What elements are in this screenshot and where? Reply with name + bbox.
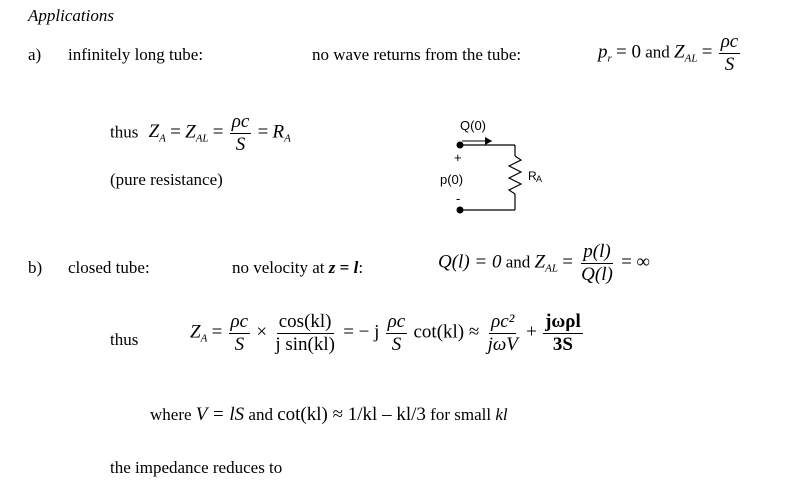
fraction-denominator: Q(l) [581, 263, 613, 285]
cos-over-sin-fraction: cos(kl) j sin(kl) [273, 312, 337, 355]
fraction-numerator: ρc [718, 31, 741, 54]
fraction-numerator: ρc [385, 311, 408, 334]
and-word: and [248, 405, 273, 424]
rho-c-over-s-fraction: ρc S [229, 111, 252, 155]
pure-resistance-note: (pure resistance) [110, 170, 223, 189]
za-symbol: Z [148, 121, 160, 143]
colon: : [358, 258, 364, 277]
pr-equals-zero: = 0 [616, 41, 641, 63]
pr-subscript: r [607, 52, 612, 65]
part-b-condition: Q(l) = 0 and ZAL = p(l) Q(l) = ∞ [438, 242, 650, 285]
ra-label-subscript: A [536, 174, 542, 184]
cot-approximation: cot(kl) ≈ 1/kl – kl/3 [277, 404, 426, 425]
zal-subscript: AL [684, 52, 698, 65]
rho-c-over-s-fraction-2: ρc S [385, 311, 408, 355]
small-note: for small [430, 405, 492, 424]
part-a-condition: pr = 0 and ZAL = ρc S [598, 32, 742, 75]
fraction-denominator: j sin(kl) [275, 333, 335, 355]
pr-symbol: p [598, 41, 608, 63]
equals-1: = [170, 121, 181, 143]
minus-sign: - [456, 191, 460, 206]
equals-minus-j: = − j [343, 321, 380, 343]
thus-word: thus [110, 122, 139, 142]
fraction-denominator: S [235, 133, 246, 155]
plus-sign: + [526, 321, 537, 343]
q0-label: Q(0) [460, 118, 486, 133]
z-variable: z [328, 258, 336, 277]
zal-subscript: AL [545, 262, 558, 275]
rho-c-over-s-fraction: ρc S [228, 311, 251, 355]
fraction-denominator: jωV [487, 333, 518, 355]
thus-b-word: thus [110, 330, 139, 349]
zal-symbol: Z [674, 41, 685, 63]
fraction-numerator: ρc² [489, 311, 517, 334]
resistor-symbol [507, 155, 523, 195]
za-symbol: Z [190, 321, 201, 343]
fraction-denominator: S [391, 333, 402, 355]
equals-1: = [211, 321, 223, 343]
fraction-numerator: jωρl [543, 311, 583, 334]
rho-c2-over-jwv-fraction: ρc² jωV [486, 312, 520, 355]
fraction-numerator: ρc [228, 311, 251, 334]
small-variable: kl [495, 405, 508, 424]
equals-sign: = [339, 258, 350, 277]
part-b-marker: b) [28, 258, 43, 277]
za-subscript: A [159, 132, 166, 145]
zal-symbol: Z [185, 121, 196, 143]
p-over-q-fraction: p(l) Q(l) [579, 242, 615, 285]
part-a-label: infinitely long tube: [68, 45, 204, 64]
equals-3: = [257, 121, 269, 143]
bottom-terminal [456, 206, 464, 214]
equals-infinity: = ∞ [621, 251, 651, 273]
where-line: where V = lS and cot(kl) ≈ 1/kl – kl/3 f… [150, 404, 508, 426]
p0-label: p(0) [440, 172, 463, 187]
description-prefix: no velocity at [232, 258, 325, 277]
equals-sign: = [562, 251, 573, 273]
ra-subscript: A [284, 132, 291, 145]
zal-subscript: AL [195, 132, 209, 145]
fraction-denominator: 3S [552, 333, 573, 355]
and-word: and [505, 252, 531, 272]
final-line: the impedance reduces to [110, 458, 283, 477]
q-l-expression: Q(l) = 0 [438, 251, 502, 273]
l-variable: l [353, 258, 359, 277]
za-subscript: A [200, 332, 208, 345]
ra-symbol: R [272, 121, 285, 143]
part-a-marker: a) [28, 45, 42, 64]
ra-label: R [528, 169, 537, 183]
fraction-numerator: p(l) [581, 241, 613, 264]
circuit-diagram: Q(0) + p(0) - R A [440, 118, 542, 214]
where-word: where [150, 405, 192, 424]
section-heading: Applications [28, 6, 114, 25]
arrow-head [485, 137, 492, 145]
part-b-label: closed tube: [68, 258, 150, 277]
equals-2: = [212, 121, 224, 143]
fraction-denominator: S [234, 333, 245, 355]
v-expression: V = lS [195, 404, 245, 425]
thus-b-equation: ZA = ρc S × cos(kl) j sin(kl) = − j ρc S… [190, 312, 585, 355]
equals-sign: = [701, 41, 713, 63]
part-b-description: no velocity at z = l: [232, 258, 363, 278]
zal-symbol: Z [534, 251, 546, 273]
jwpl-over-3s-fraction: jωρl 3S [543, 312, 583, 355]
fraction-numerator: cos(kl) [276, 311, 334, 334]
and-word: and [645, 42, 670, 62]
plus-sign: + [454, 150, 462, 165]
thus-a-equation: thus ZA = ZAL = ρc S = RA [110, 112, 291, 155]
fraction-numerator: ρc [229, 111, 252, 134]
part-a-description: no wave returns from the tube: [312, 45, 522, 64]
fraction-denominator: S [724, 53, 735, 75]
rho-c-over-s-fraction: ρc S [718, 31, 741, 75]
cot-approx: cot(kl) ≈ [413, 321, 480, 343]
times-sign: × [256, 321, 268, 343]
